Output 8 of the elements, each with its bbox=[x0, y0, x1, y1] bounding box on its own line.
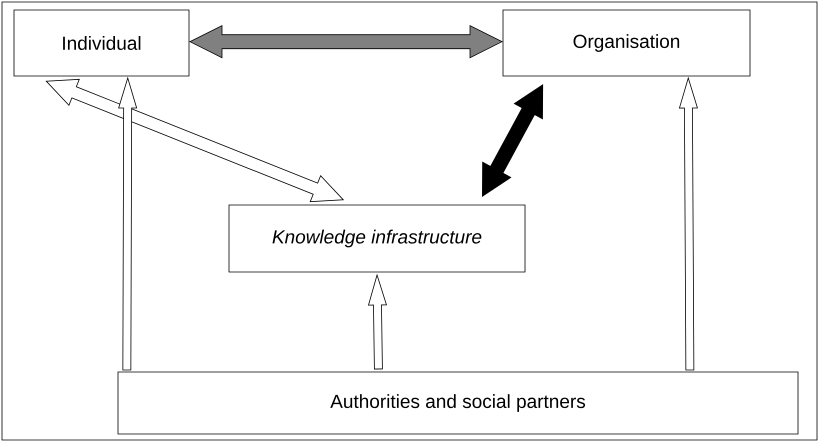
box: Knowledge infrastructure bbox=[228, 204, 526, 272]
box: Organisation bbox=[502, 10, 750, 76]
arrow bbox=[368, 274, 388, 370]
box: Authorities and social partners bbox=[118, 372, 798, 434]
box: Individual bbox=[14, 10, 190, 76]
arrow bbox=[678, 76, 698, 370]
arrow bbox=[118, 76, 138, 370]
arrow bbox=[482, 84, 544, 197]
